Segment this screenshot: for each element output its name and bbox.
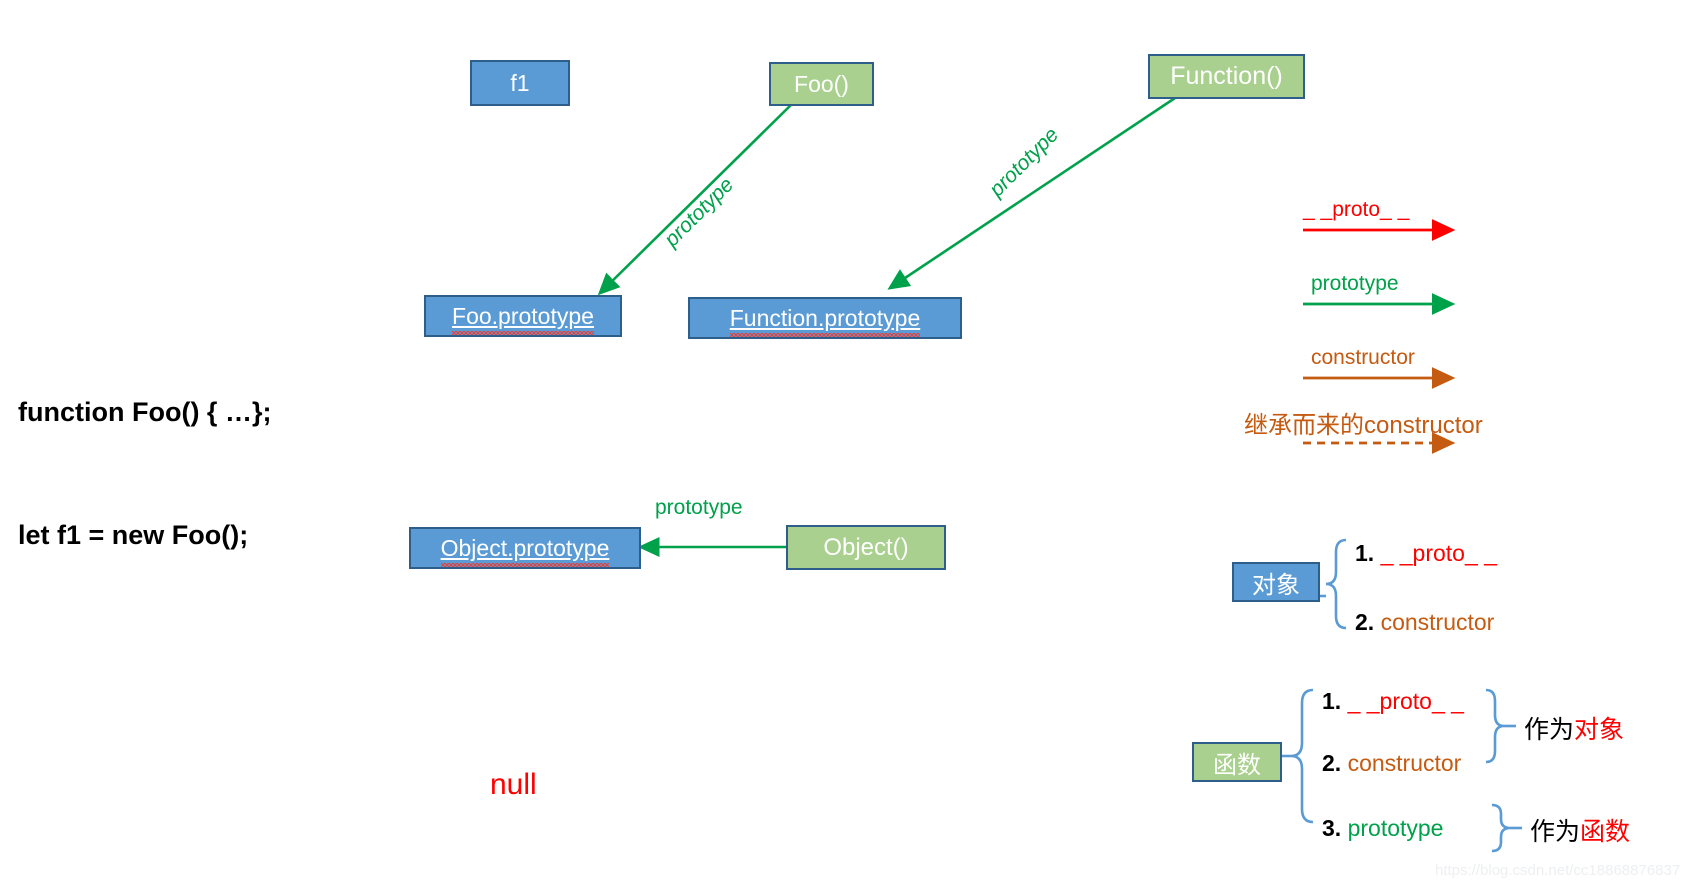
node-object-label: Object()	[823, 533, 909, 561]
node-function-prototype-label: Function.prototype	[729, 304, 921, 337]
annotation-as-function: 作为函数	[1530, 812, 1630, 848]
node-object-prototype[interactable]: Object.prototype	[409, 527, 641, 569]
node-foo[interactable]: Foo()	[769, 62, 874, 106]
legend-label-prototype: prototype	[1311, 272, 1399, 295]
node-duixiang[interactable]: 对象	[1232, 562, 1320, 602]
object-prop-1-name: _ _proto_ _	[1380, 540, 1497, 566]
legend-label-inherited-constructor: 继承而来的constructor	[1244, 412, 1483, 439]
annotation-as-object-highlight: 对象	[1574, 716, 1625, 744]
annotation-as-object: 作为对象	[1524, 710, 1624, 746]
legend-label-constructor: constructor	[1311, 346, 1415, 369]
watermark: https://blog.csdn.net/cc18868876837	[1435, 862, 1681, 879]
function-subbrace-function	[1491, 803, 1511, 853]
object-brace	[1325, 538, 1347, 630]
edge-label-foo-prototype: prototype	[660, 173, 739, 252]
function-prop-3: 3. prototype	[1322, 815, 1443, 842]
function-prop-3-num: 3.	[1322, 815, 1342, 841]
function-prop-2-name: constructor	[1347, 750, 1462, 776]
annotation-as-object-prefix: 作为	[1524, 716, 1575, 744]
edge-label-object-prototype: prototype	[655, 496, 743, 519]
edge-function-to-function-prototype	[887, 92, 1182, 290]
code-line-1: function Foo() { …};	[18, 397, 272, 427]
code-snippet: function Foo() { …}; let f1 = new Foo();	[18, 310, 271, 638]
node-function-label: Function()	[1170, 62, 1283, 90]
legend-label-proto: _ _proto_ _	[1303, 198, 1410, 221]
edge-label-function-prototype: prototype	[985, 123, 1064, 202]
node-object[interactable]: Object()	[786, 525, 946, 570]
function-prop-2: 2. constructor	[1322, 750, 1461, 777]
node-f1-label: f1	[510, 69, 530, 96]
function-subbrace-object	[1485, 688, 1505, 764]
annotation-as-function-prefix: 作为	[1530, 818, 1581, 846]
function-prop-2-num: 2.	[1322, 750, 1342, 776]
node-f1[interactable]: f1	[470, 60, 570, 106]
function-brace	[1290, 688, 1314, 824]
function-prop-1-name: _ _proto_ _	[1347, 688, 1464, 714]
annotation-as-function-highlight: 函数	[1580, 818, 1631, 846]
node-function-prototype[interactable]: Function.prototype	[688, 297, 962, 339]
node-hanshu-label: 函数	[1213, 751, 1261, 779]
function-prop-3-name: prototype	[1347, 815, 1444, 841]
function-prop-1-num: 1.	[1322, 688, 1342, 714]
node-hanshu[interactable]: 函数	[1192, 742, 1282, 782]
null-label: null	[490, 768, 537, 801]
object-prop-2-num: 2.	[1355, 609, 1375, 635]
function-prop-1: 1. _ _proto_ _	[1322, 688, 1464, 715]
node-foo-label: Foo()	[794, 70, 849, 97]
object-prop-2-name: constructor	[1380, 609, 1495, 635]
node-function[interactable]: Function()	[1148, 54, 1305, 99]
node-duixiang-label: 对象	[1252, 571, 1300, 599]
node-foo-prototype-label: Foo.prototype	[452, 302, 594, 335]
node-object-prototype-label: Object.prototype	[440, 534, 610, 567]
object-prop-1-num: 1.	[1355, 540, 1375, 566]
object-prop-2: 2. constructor	[1355, 609, 1494, 636]
object-prop-1: 1. _ _proto_ _	[1355, 540, 1497, 567]
code-line-2: let f1 = new Foo();	[18, 520, 249, 550]
node-foo-prototype[interactable]: Foo.prototype	[424, 295, 622, 337]
